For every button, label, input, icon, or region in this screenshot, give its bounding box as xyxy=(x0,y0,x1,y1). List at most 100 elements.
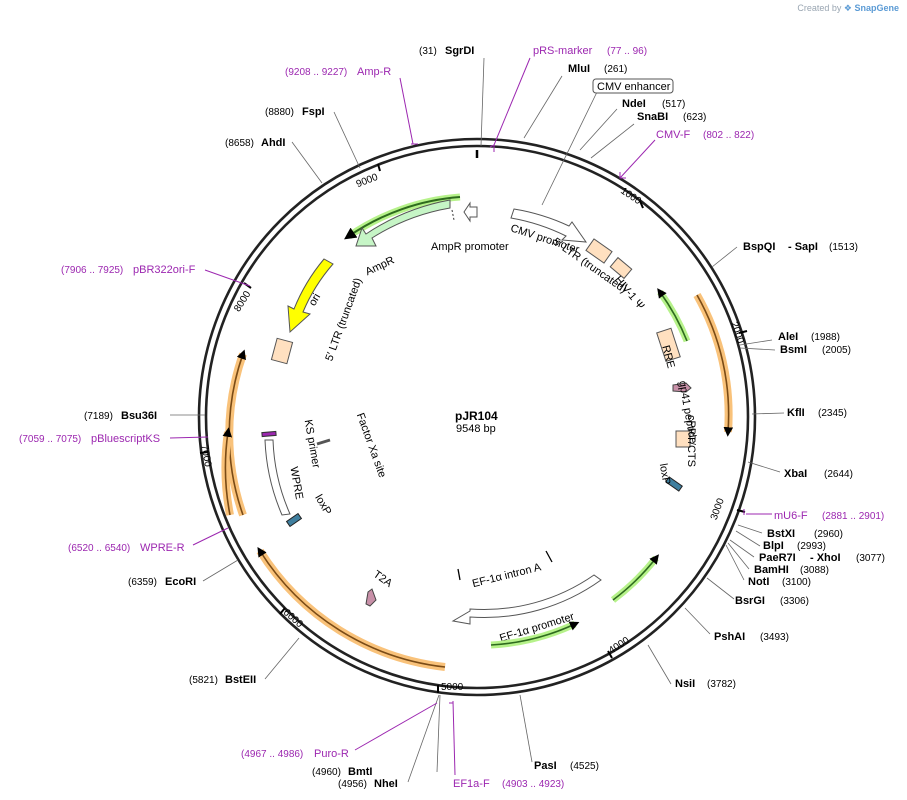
site-label: BlpI xyxy=(763,540,784,552)
primer-pos: (2881 .. 2901) xyxy=(822,511,884,522)
primer-pos: (6520 .. 6540) xyxy=(68,543,130,554)
tick-1000: 1000 xyxy=(618,186,643,208)
primer-leaders xyxy=(169,57,772,776)
site-pos: (623) xyxy=(683,112,706,123)
site-pos: (4960) xyxy=(312,767,341,778)
cmv-promoter-feature xyxy=(510,208,588,243)
factor-xa-label: Factor Xa site xyxy=(354,411,388,479)
site-label: NdeI xyxy=(622,98,646,110)
loxp-left-feature xyxy=(285,512,303,528)
ampr-orf-arrow xyxy=(344,193,461,240)
site-label: AhdI xyxy=(261,137,285,149)
primer-label: pBR322ori-F xyxy=(133,264,196,276)
site-label: PshAI xyxy=(714,631,745,643)
primer-pos: (4967 .. 4986) xyxy=(241,749,303,760)
site-label: NheI xyxy=(374,778,398,790)
primer-pos: (7906 .. 7925) xyxy=(61,265,123,276)
primer-label: Puro-R xyxy=(314,748,349,760)
primer-pos: (802 .. 822) xyxy=(703,130,754,141)
ltr3-feature xyxy=(585,238,613,264)
t2a-feature xyxy=(365,588,377,607)
primer-label: EF1a-F xyxy=(453,778,490,790)
site-pos: (8880) xyxy=(265,107,294,118)
site-pos: (3782) xyxy=(707,679,736,690)
tick-7000: 7000 xyxy=(198,444,213,468)
site-label: PasI xyxy=(534,760,557,772)
site-label: EcoRI xyxy=(165,576,196,588)
site-label-extra: - SapI xyxy=(788,241,818,253)
site-label: BspQI xyxy=(743,241,775,253)
primer-pos: (9208 .. 9227) xyxy=(285,67,347,78)
green-arrows-lower xyxy=(490,554,659,649)
primer-labels: pRS-marker (77 .. 96) CMV-F (802 .. 822)… xyxy=(19,45,884,790)
site-label: NotI xyxy=(748,576,769,588)
site-pos: (517) xyxy=(662,99,685,110)
site-label: SnaBI xyxy=(637,111,668,123)
snapgene-credit: Created by ❖ SnapGene xyxy=(797,3,899,14)
tick-2000: 2000 xyxy=(728,320,746,345)
site-pos: (3088) xyxy=(800,565,829,576)
snapgene-logo-icon: ❖ xyxy=(843,3,852,13)
gp41-feature xyxy=(672,382,692,393)
site-label: SgrDI xyxy=(445,45,474,57)
ltr5-left-feature xyxy=(270,337,294,365)
wpre-feature xyxy=(264,439,291,516)
rre-label: RRE xyxy=(659,344,677,370)
site-pos: (7189) xyxy=(84,411,113,422)
ef1a-intron-marker-left xyxy=(457,568,461,581)
site-label: AleI xyxy=(778,331,798,343)
site-pos: (2005) xyxy=(822,345,851,356)
site-pos: (8658) xyxy=(225,138,254,149)
ori-feature xyxy=(287,258,334,334)
ltr5-left-label: 5′ LTR (truncated) xyxy=(323,276,364,362)
site-label: BmtI xyxy=(348,766,372,778)
site-pos: (1988) xyxy=(811,332,840,343)
site-label: Bsu36I xyxy=(121,410,157,422)
site-label: FspI xyxy=(302,106,325,118)
cppt-label: cPPT/CTS xyxy=(685,415,697,467)
site-pos: (4525) xyxy=(570,761,599,772)
primer-label: CMV-F xyxy=(656,129,691,141)
primer-pos: (4903 .. 4923) xyxy=(502,779,564,790)
rre-feature xyxy=(656,327,681,363)
credit-text: Created by xyxy=(797,3,842,13)
site-pos: (5821) xyxy=(189,675,218,686)
site-label: BamHI xyxy=(754,564,789,576)
site-label: MluI xyxy=(568,63,590,75)
primer-label: Amp-R xyxy=(357,66,391,78)
backbone xyxy=(197,137,757,697)
orf-left-arrows xyxy=(221,349,247,517)
site-label: PaeR7I xyxy=(759,552,796,564)
site-pos: (3077) xyxy=(856,553,885,564)
ef1a-intron-label: EF-1α intron A xyxy=(471,561,543,590)
site-labels: (31) SgrDI MluI (261) NdeI (517) SnaBI (… xyxy=(84,45,885,790)
site-pos: (3100) xyxy=(782,577,811,588)
site-label: XbaI xyxy=(784,468,807,480)
wpre-label: WPRE xyxy=(287,466,305,501)
site-pos: (4956) xyxy=(338,779,367,790)
site-pos: (31) xyxy=(419,46,437,57)
site-pos: (2644) xyxy=(824,469,853,480)
factor-xa-feature xyxy=(316,438,331,446)
site-pos: (1513) xyxy=(829,242,858,253)
loxp-left-label: loxP xyxy=(312,493,333,518)
primer-label: pRS-marker xyxy=(533,45,593,57)
hiv-psi-feature xyxy=(609,256,633,280)
t2a-label: T2A xyxy=(371,568,395,590)
site-pos: (2345) xyxy=(818,408,847,419)
right-orf-arrows xyxy=(657,288,734,437)
hiv-psi-label: HIV-1 Ψ xyxy=(612,274,647,312)
primer-label: WPRE-R xyxy=(140,542,185,554)
ampr-promoter-label: AmpR promoter xyxy=(431,241,509,253)
primer-pos: (7059 .. 7075) xyxy=(19,434,81,445)
primer-pos: (77 .. 96) xyxy=(607,46,647,57)
ampr-label: AmpR xyxy=(364,254,397,278)
loxp-right-label: loxP xyxy=(657,463,673,486)
loxp-right-feature xyxy=(665,476,683,492)
plasmid-length: 9548 bp xyxy=(456,423,496,435)
plasmid-name: pJR104 xyxy=(455,409,498,423)
cmv-enhancer-label: CMV enhancer xyxy=(597,81,671,93)
credit-brand: SnapGene xyxy=(854,3,899,13)
site-pos: (3306) xyxy=(780,596,809,607)
